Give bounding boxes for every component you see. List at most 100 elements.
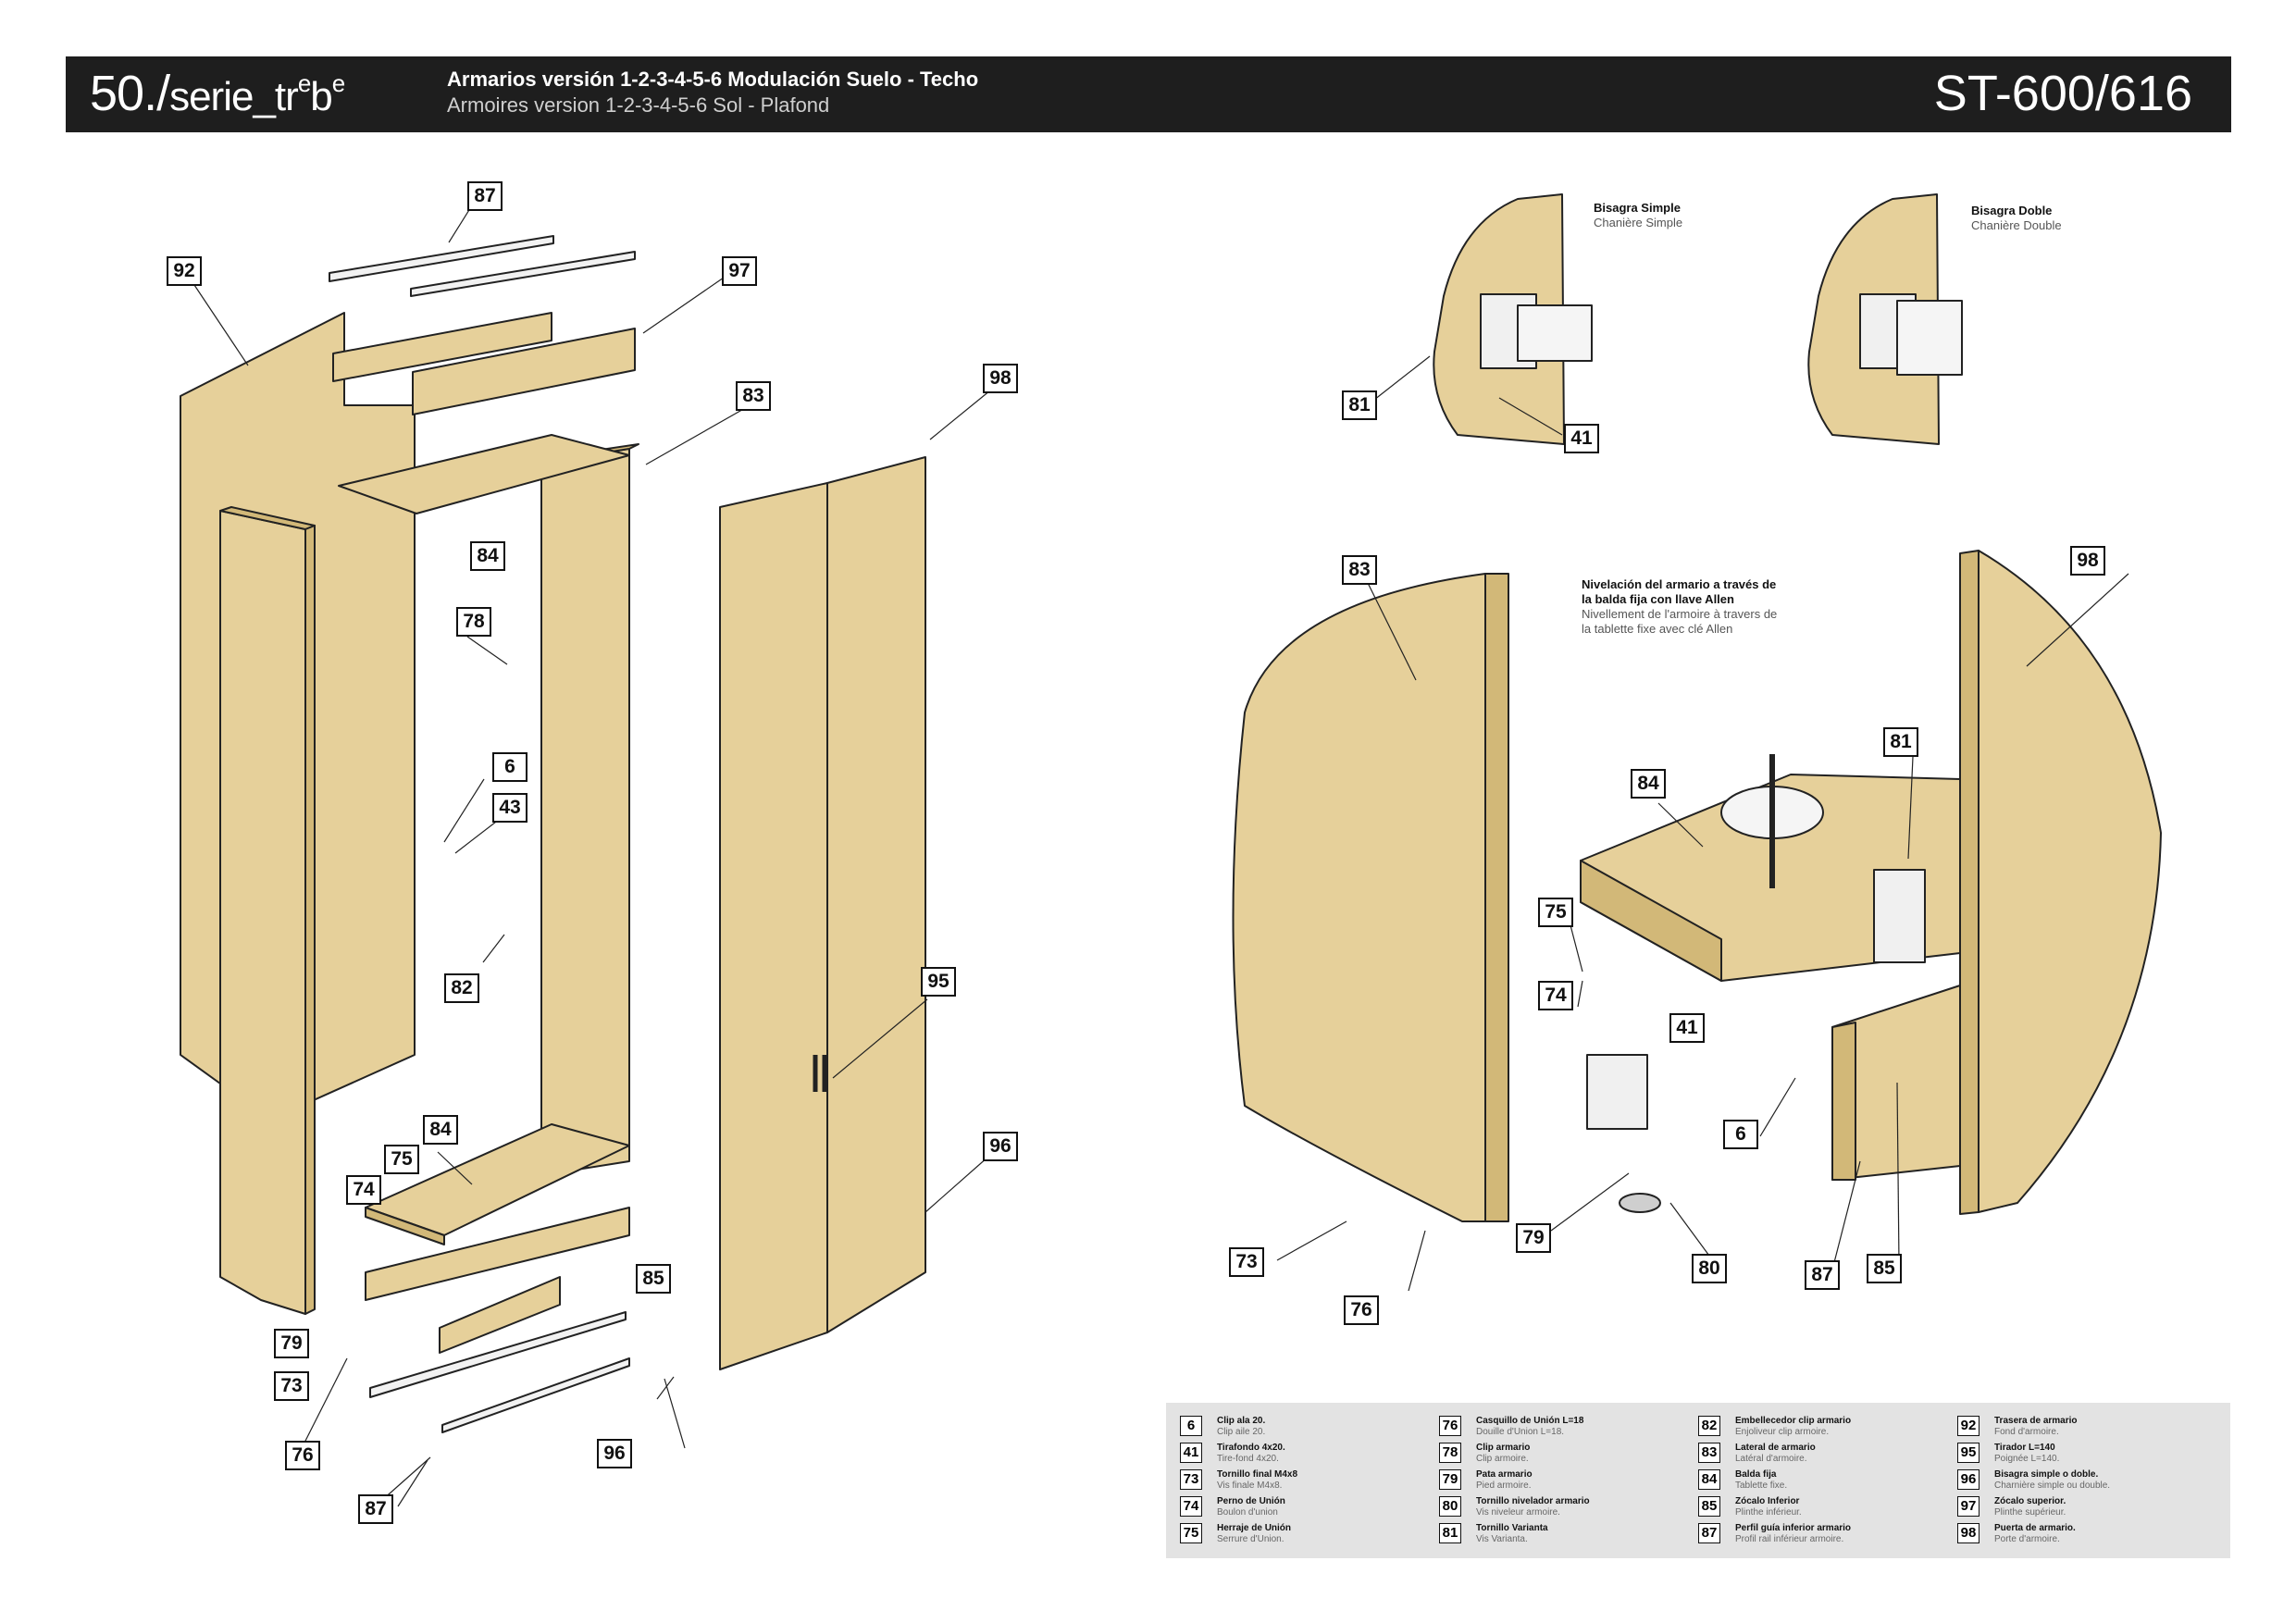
legend-name: Lateral de armario	[1735, 1443, 1816, 1453]
legend-item: 6 Clip ala 20.Clip aile 20.	[1180, 1416, 1421, 1440]
callout-74-detail: 74	[1538, 981, 1573, 1010]
leveling-detail	[1232, 550, 2162, 1222]
top-rails	[329, 235, 636, 297]
legend-number: 83	[1698, 1443, 1720, 1463]
legend-name: Perfil guía inferior armario	[1735, 1523, 1852, 1533]
callout-98: 98	[983, 364, 1018, 393]
callout-97: 97	[722, 256, 757, 286]
bottom-plinths	[365, 1207, 630, 1354]
title-french: Armoires version 1-2-3-4-5-6 Sol - Plafo…	[447, 93, 830, 117]
callout-73: 73	[274, 1371, 309, 1401]
legend-name: Bisagra simple o doble.	[1994, 1469, 2099, 1480]
callout-43: 43	[492, 793, 527, 823]
callout-76: 76	[285, 1441, 320, 1470]
legend-number: 41	[1180, 1443, 1202, 1463]
callout-79-detail: 79	[1516, 1223, 1551, 1253]
legend-number: 75	[1180, 1523, 1202, 1543]
side-panel-right	[540, 443, 639, 1176]
callout-83-detail: 83	[1342, 555, 1377, 585]
legend-name-fr: Boulon d'union	[1217, 1507, 1278, 1518]
legend-number: 98	[1957, 1523, 1980, 1543]
legend-name: Embellecedor clip armario	[1735, 1416, 1852, 1426]
legend-name-fr: Vis niveleur armoire.	[1476, 1507, 1560, 1518]
legend-name: Trasera de armario	[1994, 1416, 2078, 1426]
legend-name: Balda fija	[1735, 1469, 1777, 1480]
legend-item: 96 Bisagra simple o doble.Charnière simpl…	[1957, 1469, 2198, 1493]
legend-number: 78	[1439, 1443, 1461, 1463]
legend-name: Pata armario	[1476, 1469, 1533, 1480]
legend-item: 98 Puerta de armario.Porte d'armoire.	[1957, 1523, 2198, 1547]
top-shelf	[338, 434, 630, 514]
legend-name-fr: Pied armoire.	[1476, 1481, 1532, 1491]
callout-92: 92	[167, 256, 202, 286]
legend-number: 95	[1957, 1443, 1980, 1463]
legend-number: 81	[1439, 1523, 1461, 1543]
legend-number: 79	[1439, 1469, 1461, 1490]
callout-78: 78	[456, 607, 491, 637]
hinge-double-detail	[1807, 193, 1963, 445]
callout-84-top: 84	[470, 541, 505, 571]
legend-number: 80	[1439, 1496, 1461, 1517]
callout-96-upper: 96	[983, 1132, 1018, 1161]
legend-name: Zócalo Inferior	[1735, 1496, 1800, 1506]
legend-name: Puerta de armario.	[1994, 1523, 2076, 1533]
legend-name: Clip armario	[1476, 1443, 1531, 1453]
legend-number: 85	[1698, 1496, 1720, 1517]
callout-6-detail: 6	[1723, 1120, 1758, 1149]
legend-name-fr: Clip aile 20.	[1217, 1427, 1266, 1437]
legend-name-fr: Douille d'Union L=18.	[1476, 1427, 1565, 1437]
callout-81-hinge: 81	[1342, 390, 1377, 420]
callout-73-detail: 73	[1229, 1247, 1264, 1277]
legend-number: 96	[1957, 1469, 1980, 1490]
legend-name: Perno de Unión	[1217, 1496, 1285, 1506]
legend-name-fr: Vis Varianta.	[1476, 1534, 1528, 1544]
legend-number: 73	[1180, 1469, 1202, 1490]
legend-name-fr: Enjoliveur clip armoire.	[1735, 1427, 1830, 1437]
legend-name-fr: Charnière simple ou double.	[1994, 1481, 2111, 1491]
leader-lines	[192, 204, 2129, 1509]
callout-83: 83	[736, 381, 771, 411]
legend-name-fr: Vis finale M4x8.	[1217, 1481, 1283, 1491]
legend-name-fr: Fond d'armoire.	[1994, 1427, 2059, 1437]
legend-name: Clip ala 20.	[1217, 1416, 1266, 1426]
legend-name-fr: Poignée L=140.	[1994, 1454, 2060, 1464]
callout-41-hinge: 41	[1564, 424, 1599, 453]
callout-76-detail: 76	[1344, 1295, 1379, 1325]
callout-85: 85	[636, 1264, 671, 1294]
legend-name: Tirafondo 4x20.	[1217, 1443, 1285, 1453]
legend-number: 74	[1180, 1496, 1202, 1517]
legend-name-fr: Porte d'armoire.	[1994, 1534, 2060, 1544]
legend-name-fr: Profil rail inférieur armoire.	[1735, 1534, 1844, 1544]
legend-number: 92	[1957, 1416, 1980, 1436]
legend-number: 6	[1180, 1416, 1202, 1436]
parts-legend: 6 Clip ala 20.Clip aile 20. 41 Tirafondo 4x…	[1166, 1403, 2230, 1558]
callout-6: 6	[492, 752, 527, 782]
callout-85-detail: 85	[1867, 1254, 1902, 1283]
callout-75-detail: 75	[1538, 898, 1573, 927]
legend-number: 82	[1698, 1416, 1720, 1436]
hinge-simple-detail	[1433, 193, 1593, 445]
legend-name: Tornillo Varianta	[1476, 1523, 1548, 1533]
legend-name-fr: Latéral d'armoire.	[1735, 1454, 1807, 1464]
callout-87-detail: 87	[1805, 1260, 1840, 1290]
callout-87-bottom: 87	[358, 1494, 393, 1524]
model-number: ST-600/616	[1933, 66, 2192, 121]
bottom-rails	[369, 1311, 630, 1433]
title-spanish: Armarios versión 1-2-3-4-5-6 Modulación …	[447, 68, 979, 91]
bottom-shelf	[365, 1123, 630, 1245]
side-panel-left	[219, 506, 316, 1315]
legend-number: 84	[1698, 1469, 1720, 1490]
